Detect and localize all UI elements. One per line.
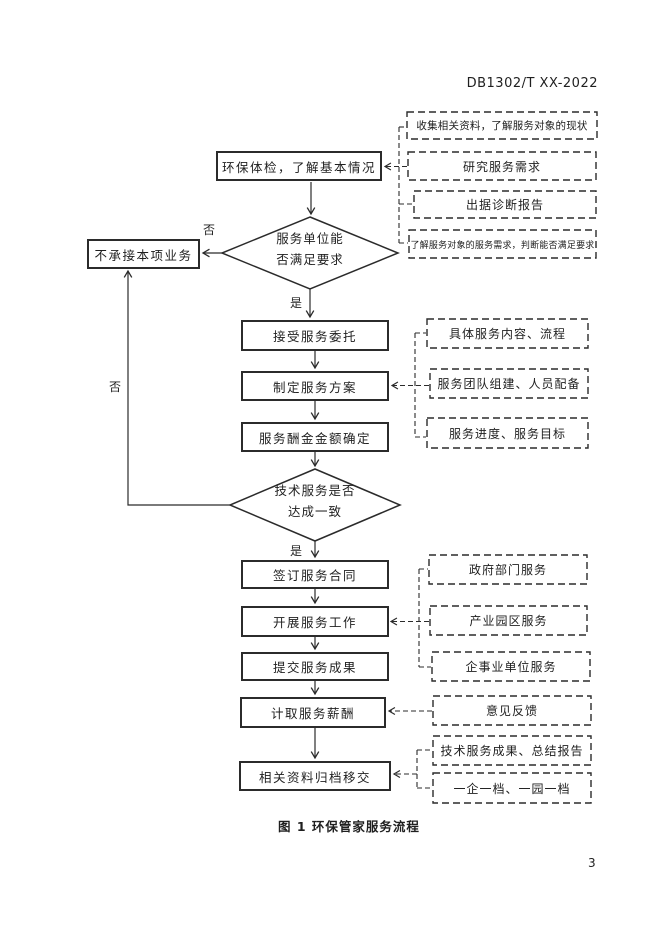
note-team-build: 服务团队组建、人员配备 <box>437 377 581 391</box>
step-sign-contract: 签订服务合同 <box>241 560 389 589</box>
branch-label-no-1: 否 <box>203 223 216 237</box>
note-one-file: 一企一档、一园一档 <box>453 781 571 796</box>
decision-line: 达成一致 <box>287 505 342 519</box>
step-collect-payment: 计取服务薪酬 <box>240 697 386 728</box>
decision-diamond-service-capability <box>220 216 400 290</box>
step-make-plan: 制定服务方案 <box>241 371 389 401</box>
decision-agreement-text: 技术服务是否 达成一致 <box>245 481 385 523</box>
note-tech-results: 技术服务成果、总结报告 <box>440 744 584 758</box>
page-number: 3 <box>588 856 596 870</box>
note-park-service: 产业园区服务 <box>469 614 548 628</box>
dashed-connectors <box>383 126 432 789</box>
note-service-progress: 服务进度、服务目标 <box>448 426 566 441</box>
dashed-note-borders <box>406 111 598 804</box>
decision-line: 否满足要求 <box>276 253 344 267</box>
note-judge-needs: 了解服务对象的服务需求，判断能否满足要求 <box>410 239 595 250</box>
note-enterprise-service: 企事业单位服务 <box>465 660 557 674</box>
step-health-check: 环保体检，了解基本情况 <box>216 151 382 181</box>
decision-line: 服务单位能 <box>276 232 344 246</box>
standard-code: DB1302/T XX-2022 <box>466 76 598 91</box>
decision-line: 技术服务是否 <box>274 484 356 498</box>
solid-flow-arrows <box>123 182 320 760</box>
note-service-content: 具体服务内容、流程 <box>448 327 566 341</box>
note-issue-report: 出据诊断报告 <box>465 198 544 212</box>
note-research-needs: 研究服务需求 <box>462 159 541 174</box>
step-archive-transfer: 相关资料归档移交 <box>239 761 391 791</box>
note-collect-info: 收集相关资料，了解服务对象的现状 <box>416 121 588 132</box>
step-accept-commission: 接受服务委托 <box>241 320 389 351</box>
figure-caption: 图 1 环保管家服务流程 <box>278 819 420 834</box>
note-feedback: 意见反馈 <box>485 704 538 718</box>
step-submit-results: 提交服务成果 <box>241 652 389 681</box>
branch-label-no-2: 否 <box>109 380 122 394</box>
branch-label-yes-2: 是 <box>290 544 303 558</box>
note-gov-service: 政府部门服务 <box>468 563 547 577</box>
decision-service-capability-text: 服务单位能 否满足要求 <box>240 229 380 271</box>
decision-diamond-agreement <box>228 468 402 542</box>
step-reject-business: 不承接本项业务 <box>87 239 200 269</box>
step-fee-confirm: 服务酬金金额确定 <box>241 422 389 452</box>
step-carry-out-service: 开展服务工作 <box>241 606 389 637</box>
branch-label-yes-1: 是 <box>290 296 303 310</box>
